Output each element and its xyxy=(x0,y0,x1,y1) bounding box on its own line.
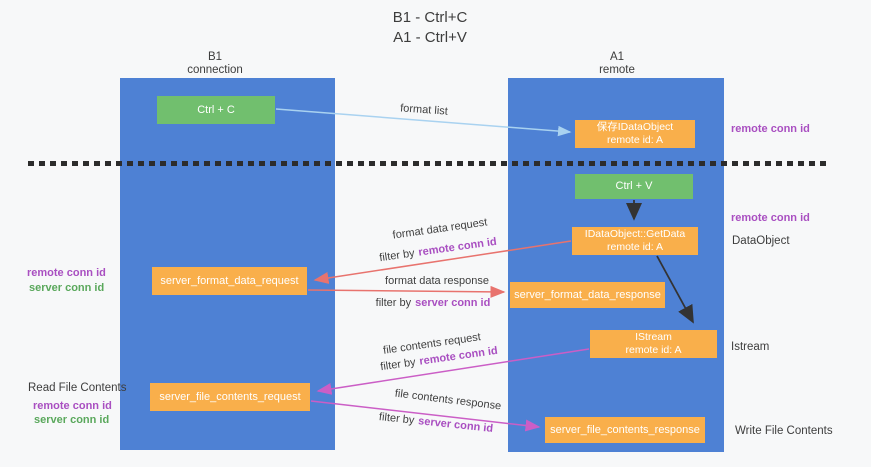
server-format-data-request-box: server_format_data_request xyxy=(152,267,307,295)
left-lane-header: B1 connection xyxy=(145,51,285,77)
file-contents-response-label: file contents response xyxy=(394,388,502,413)
save-idataobject-box: 保存IDataObject remote id: A xyxy=(575,120,695,148)
session-divider-dashed-line xyxy=(28,161,831,166)
server-format-data-response-label: server_format_data_response xyxy=(514,288,661,301)
right-lane-subtitle: remote xyxy=(599,64,635,76)
istream-side-label: Istream xyxy=(731,341,770,353)
server-format-data-response-box: server_format_data_response xyxy=(510,282,665,308)
diagram-title: B1 - Ctrl+C A1 - Ctrl+V xyxy=(0,8,860,48)
left-lane-name: B1 xyxy=(207,51,223,63)
istream-line1: IStream xyxy=(635,331,672,343)
filter-by-text: filter by xyxy=(378,247,416,265)
server-conn-id-label-left: server conn id xyxy=(29,282,105,294)
format-data-response-text: format data response xyxy=(385,275,489,287)
format-list-label: format list xyxy=(400,102,448,117)
server-conn-id-key: server conn id xyxy=(415,297,491,309)
server-file-contents-response-label: server_file_contents_response xyxy=(550,423,700,436)
remote-conn-id-label-left: remote conn id xyxy=(27,267,106,279)
format-list-text: format list xyxy=(399,102,449,118)
format-data-response-arrow xyxy=(307,285,506,298)
idataobject-getdata-box: IDataObject::GetData remote id: A xyxy=(572,227,698,255)
title-line-1: B1 - Ctrl+C xyxy=(392,9,468,26)
ctrl-c-box: Ctrl + C xyxy=(157,96,275,124)
save-idataobject-line2: remote id: A xyxy=(606,134,664,146)
server-conn-id-label-bottom-left: server conn id xyxy=(34,414,110,426)
server-file-contents-response-box: server_file_contents_response xyxy=(545,417,705,443)
filter-by-text: filter by xyxy=(378,411,415,427)
remote-conn-id-label-mid-right: remote conn id xyxy=(731,212,810,224)
write-file-contents-label: Write File Contents xyxy=(735,425,833,437)
title-line-2: A1 - Ctrl+V xyxy=(393,29,467,46)
right-lane-header: A1 remote xyxy=(547,51,687,77)
istream-line2: remote id: A xyxy=(625,344,682,356)
server-conn-id-key: server conn id xyxy=(417,415,494,435)
filter-by-text: filter by xyxy=(379,356,417,374)
remote-conn-id-label-bottom-left: remote conn id xyxy=(33,400,112,412)
left-lane-subtitle: connection xyxy=(187,64,243,76)
server-format-data-request-label: server_format_data_request xyxy=(160,274,299,287)
server-file-contents-request-box: server_file_contents_request xyxy=(150,383,310,411)
read-file-contents-label: Read File Contents xyxy=(28,382,127,394)
remote-conn-id-key: remote conn id xyxy=(417,235,498,259)
file-contents-response-text: file contents response xyxy=(394,387,502,413)
ctrl-v-box: Ctrl + V xyxy=(575,174,693,199)
format-data-response-label: format data response xyxy=(385,275,489,287)
ctrl-v-label: Ctrl + V xyxy=(615,180,653,192)
server-file-contents-request-label: server_file_contents_request xyxy=(159,390,301,403)
filter-by-text: filter by xyxy=(375,297,412,309)
dataobject-label: DataObject xyxy=(732,235,790,247)
right-lane-name: A1 xyxy=(609,51,625,63)
getdata-line1: IDataObject::GetData xyxy=(584,228,686,240)
istream-box: IStream remote id: A xyxy=(590,330,717,358)
ctrl-c-label: Ctrl + C xyxy=(197,103,235,116)
getdata-line2: remote id: A xyxy=(606,241,664,253)
save-idataobject-line1: 保存IDataObject xyxy=(596,121,674,133)
remote-conn-id-label-top-right: remote conn id xyxy=(731,123,810,135)
